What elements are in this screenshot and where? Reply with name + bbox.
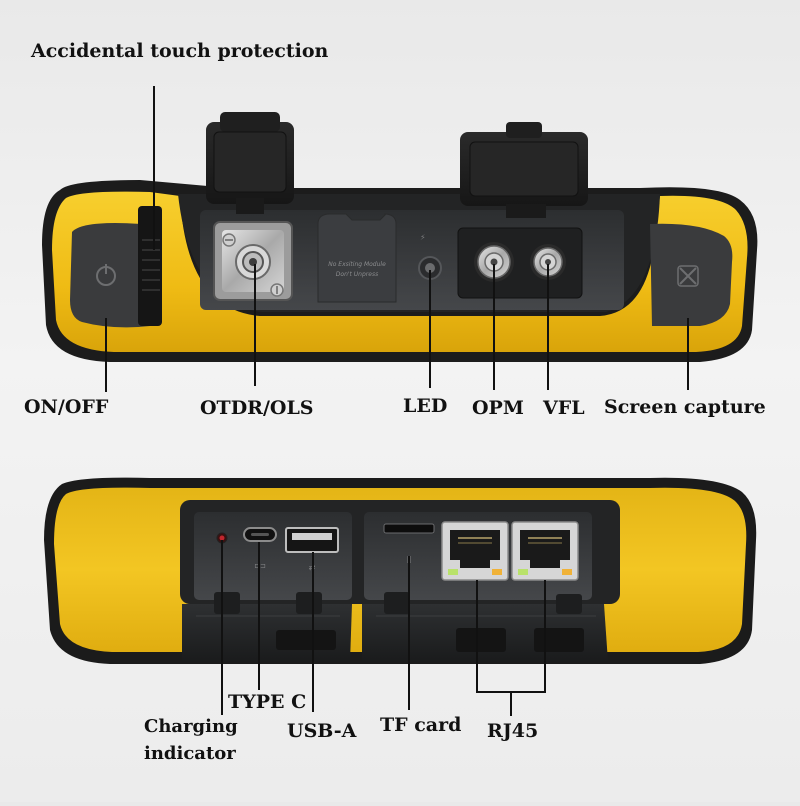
bottom-device: ⊏⊐ ⇄ ▯ xyxy=(44,477,757,664)
label-type-c: TYPE C xyxy=(228,691,307,713)
rj45-port-2[interactable] xyxy=(511,521,579,581)
left-port-cover[interactable] xyxy=(182,592,352,662)
otdr-ols-port[interactable] xyxy=(213,221,293,301)
bottom-left-port-panel xyxy=(194,512,352,600)
module-plate-line1: No Exsiting Module xyxy=(328,261,386,268)
module-plate-line2: Don't Unpress xyxy=(336,271,378,278)
label-usb-a: USB-A xyxy=(287,720,357,742)
label-tf-card: TF card xyxy=(380,714,462,736)
rj45-port-1[interactable] xyxy=(441,521,509,581)
right-port-cover[interactable] xyxy=(362,592,608,662)
leader-lines xyxy=(105,86,689,716)
label-charging-line2: indicator xyxy=(144,743,236,764)
screen-capture-button-pad[interactable] xyxy=(650,223,733,326)
label-otdr-ols: OTDR/OLS xyxy=(200,397,314,419)
otdr-dust-cap[interactable] xyxy=(206,112,294,214)
module-plate: No Exsiting Module Don't Unpress xyxy=(317,213,397,303)
label-led: LED xyxy=(403,395,448,417)
label-on-off: ON/OFF xyxy=(24,396,109,418)
svg-text:⚡: ⚡ xyxy=(420,233,426,242)
power-button-pad[interactable] xyxy=(70,223,150,328)
label-rj45: RJ45 xyxy=(487,720,539,742)
label-vfl: VFL xyxy=(543,397,585,419)
top-device-yellow-housing xyxy=(52,191,748,352)
label-charging-line1: Charging xyxy=(144,716,238,737)
label-accidental-touch-protection: Accidental touch protection xyxy=(31,40,329,62)
screen-capture-icon xyxy=(677,265,699,287)
opm-vfl-dust-cap[interactable] xyxy=(460,122,588,218)
touch-protection-guard xyxy=(138,206,162,326)
label-screen-capture: Screen capture xyxy=(604,396,766,418)
label-opm: OPM xyxy=(472,397,524,419)
opm-port[interactable] xyxy=(474,242,514,282)
top-device: No Exsiting Module Don't Unpress ⚡ xyxy=(42,112,758,362)
led-indicator: ⚡ xyxy=(418,233,442,280)
